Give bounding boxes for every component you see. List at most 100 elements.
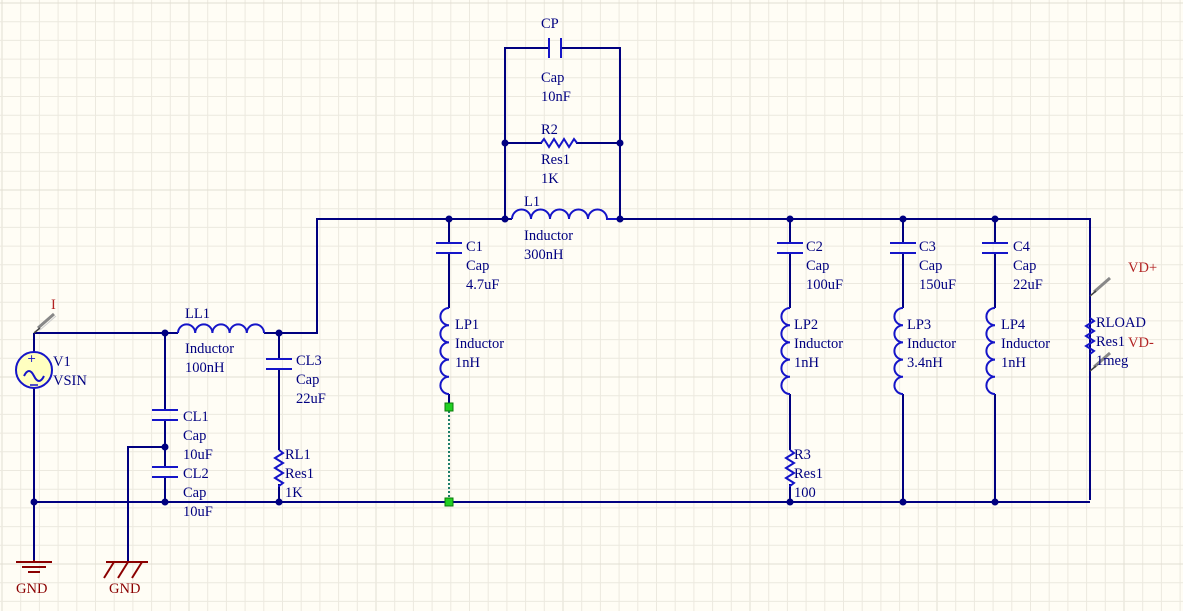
junction-dot xyxy=(616,215,624,223)
probe-vd-minus-icon[interactable] xyxy=(1089,351,1111,372)
r3-designator: R3 xyxy=(794,447,811,463)
r3-value: 100 xyxy=(794,485,816,501)
resistor-rload-symbol[interactable] xyxy=(1084,317,1096,355)
c1-value: 4.7uF xyxy=(466,277,499,293)
c4-value: 22uF xyxy=(1013,277,1043,293)
cl3-value: 22uF xyxy=(296,391,326,407)
lp4-value: 1nH xyxy=(1001,355,1027,371)
junction-dot xyxy=(30,498,38,506)
ground-gnd1-symbol[interactable] xyxy=(16,560,52,573)
inductor-lp2-symbol[interactable] xyxy=(780,307,791,395)
c2-type: Cap xyxy=(806,258,829,274)
l1-designator: L1 xyxy=(524,194,540,210)
cap-c1-symbol[interactable] xyxy=(436,242,462,254)
rload-type: Res1 xyxy=(1096,334,1125,350)
resistor-rl1-symbol[interactable] xyxy=(273,449,285,487)
inductor-ll1-symbol[interactable] xyxy=(177,323,265,334)
cp-designator: CP xyxy=(541,16,559,32)
v1-type: VSIN xyxy=(53,373,87,389)
probe-vd-plus-label: VD+ xyxy=(1128,260,1157,276)
inductor-lp3-symbol[interactable] xyxy=(893,307,904,395)
c3-value: 150uF xyxy=(919,277,956,293)
wire-top-rail[interactable] xyxy=(620,218,1091,500)
rload-designator: RLOAD xyxy=(1096,315,1146,331)
cl3-designator: CL3 xyxy=(296,353,322,369)
r2-value: 1K xyxy=(541,171,559,187)
rl1-designator: RL1 xyxy=(285,447,311,463)
resistor-r2-symbol[interactable] xyxy=(540,137,578,149)
selection-handle[interactable] xyxy=(444,402,454,412)
junction-dot xyxy=(786,215,794,223)
c3-designator: C3 xyxy=(919,239,936,255)
wire-gnd2[interactable] xyxy=(127,446,165,562)
gnd1-label: GND xyxy=(16,581,47,597)
cl2-type: Cap xyxy=(183,485,206,501)
wire-cp-right[interactable] xyxy=(562,47,621,219)
lp2-designator: LP2 xyxy=(794,317,818,333)
c1-type: Cap xyxy=(466,258,489,274)
c2-value: 100uF xyxy=(806,277,843,293)
vsin-v1-symbol[interactable]: + xyxy=(15,351,53,389)
rload-value: 1meg xyxy=(1096,353,1128,369)
junction-dot xyxy=(991,215,999,223)
junction-dot xyxy=(275,498,283,506)
wire-ll1-out[interactable] xyxy=(264,218,512,334)
ll1-type: Inductor xyxy=(185,341,234,357)
cap-c2-symbol[interactable] xyxy=(777,242,803,254)
l1-type: Inductor xyxy=(524,228,573,244)
lp2-value: 1nH xyxy=(794,355,820,371)
junction-dot xyxy=(501,215,509,223)
v1-designator: V1 xyxy=(53,354,71,370)
ground-gnd2-symbol[interactable] xyxy=(103,561,148,579)
rl1-type: Res1 xyxy=(285,466,314,482)
r2-type: Res1 xyxy=(541,152,570,168)
c2-designator: C2 xyxy=(806,239,823,255)
labels: CP Cap 10nF R2 Res1 1K L1 Inductor 300nH… xyxy=(16,16,1157,597)
inductor-lp4-symbol[interactable] xyxy=(985,307,996,395)
inductor-l1-symbol[interactable] xyxy=(511,208,620,220)
lp3-value: 3.4nH xyxy=(907,355,943,371)
junction-dot xyxy=(501,139,509,147)
junction-dot xyxy=(899,215,907,223)
c3-type: Cap xyxy=(919,258,942,274)
gnd2-label: GND xyxy=(109,581,140,597)
junction-dot xyxy=(161,443,169,451)
cap-cp-symbol[interactable] xyxy=(548,38,562,58)
cap-cl2-symbol[interactable] xyxy=(152,466,178,478)
cap-c3-symbol[interactable] xyxy=(890,242,916,254)
cl2-value: 10uF xyxy=(183,504,213,520)
probe-current-label: I xyxy=(51,297,56,313)
r2-designator: R2 xyxy=(541,122,558,138)
l1-value: 300nH xyxy=(524,247,564,263)
cap-c4-symbol[interactable] xyxy=(982,242,1008,254)
probe-current-icon[interactable] xyxy=(33,312,57,334)
resistor-r3-symbol[interactable] xyxy=(784,449,796,487)
cl2-designator: CL2 xyxy=(183,466,209,482)
junction-dot xyxy=(161,329,169,337)
cap-cl3-symbol[interactable] xyxy=(266,358,292,370)
wire-cp-left[interactable] xyxy=(504,47,548,219)
ll1-value: 100nH xyxy=(185,360,225,376)
probe-vd-minus-label: VD- xyxy=(1128,335,1154,351)
wires xyxy=(33,47,1091,562)
lp2-type: Inductor xyxy=(794,336,843,352)
svg-text:+: + xyxy=(27,352,36,365)
junction-dot xyxy=(616,139,624,147)
rl1-value: 1K xyxy=(285,485,303,501)
junction-dot xyxy=(161,498,169,506)
lp1-type: Inductor xyxy=(455,336,504,352)
junction-dot xyxy=(899,498,907,506)
selection-handle[interactable] xyxy=(444,497,454,507)
junctions xyxy=(30,139,999,506)
probe-vd-plus-icon[interactable] xyxy=(1089,276,1111,297)
r3-type: Res1 xyxy=(794,466,823,482)
cl1-type: Cap xyxy=(183,428,206,444)
inductor-lp1-symbol[interactable] xyxy=(439,307,450,395)
lp4-type: Inductor xyxy=(1001,336,1050,352)
lp3-type: Inductor xyxy=(907,336,956,352)
cap-cl1-symbol[interactable] xyxy=(152,409,178,421)
lp1-value: 1nH xyxy=(455,355,481,371)
c4-type: Cap xyxy=(1013,258,1036,274)
cl1-designator: CL1 xyxy=(183,409,209,425)
